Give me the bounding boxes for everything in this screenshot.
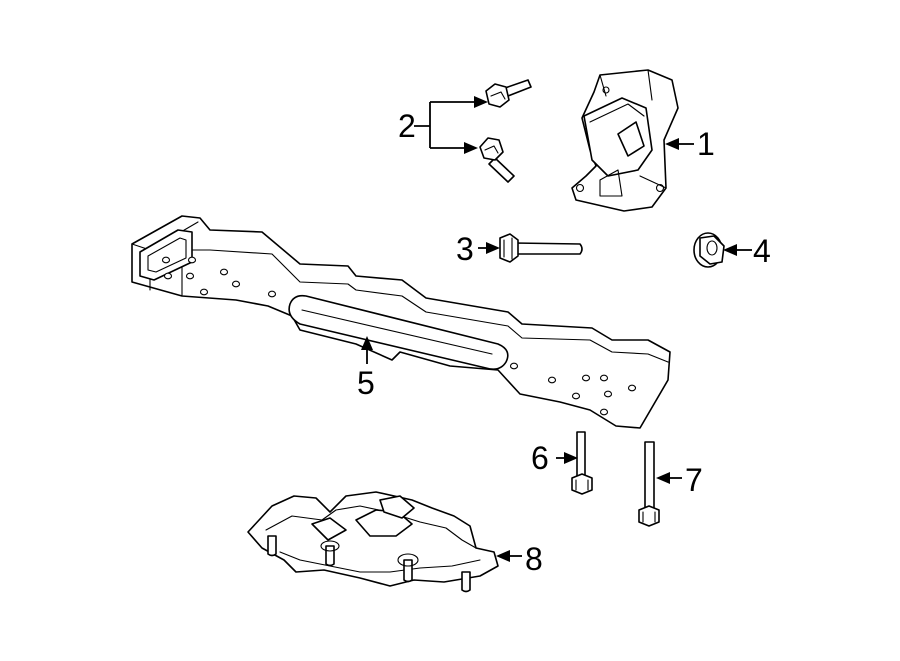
part-3-bolt [478, 233, 583, 263]
callout-1-leader [665, 138, 694, 150]
callout-7: 7 [685, 462, 703, 498]
callout-3: 3 [456, 231, 474, 267]
part-2-bolts [414, 79, 532, 183]
part-5-crossmember [131, 215, 671, 429]
part-6-bolt [556, 431, 593, 495]
part-1-mount-bracket [571, 69, 679, 212]
callout-5: 5 [357, 365, 375, 401]
part-4-nut [693, 232, 752, 268]
callout-2: 2 [398, 108, 416, 144]
part-8-mount-insulator [247, 491, 522, 593]
callout-6: 6 [531, 440, 549, 476]
bolt-upper [485, 79, 532, 108]
callout-8: 8 [525, 541, 543, 577]
callout-1: 1 [697, 126, 715, 162]
callout-4: 4 [753, 233, 771, 269]
bolt-lower [479, 137, 515, 183]
part-7-bolt [638, 441, 682, 527]
